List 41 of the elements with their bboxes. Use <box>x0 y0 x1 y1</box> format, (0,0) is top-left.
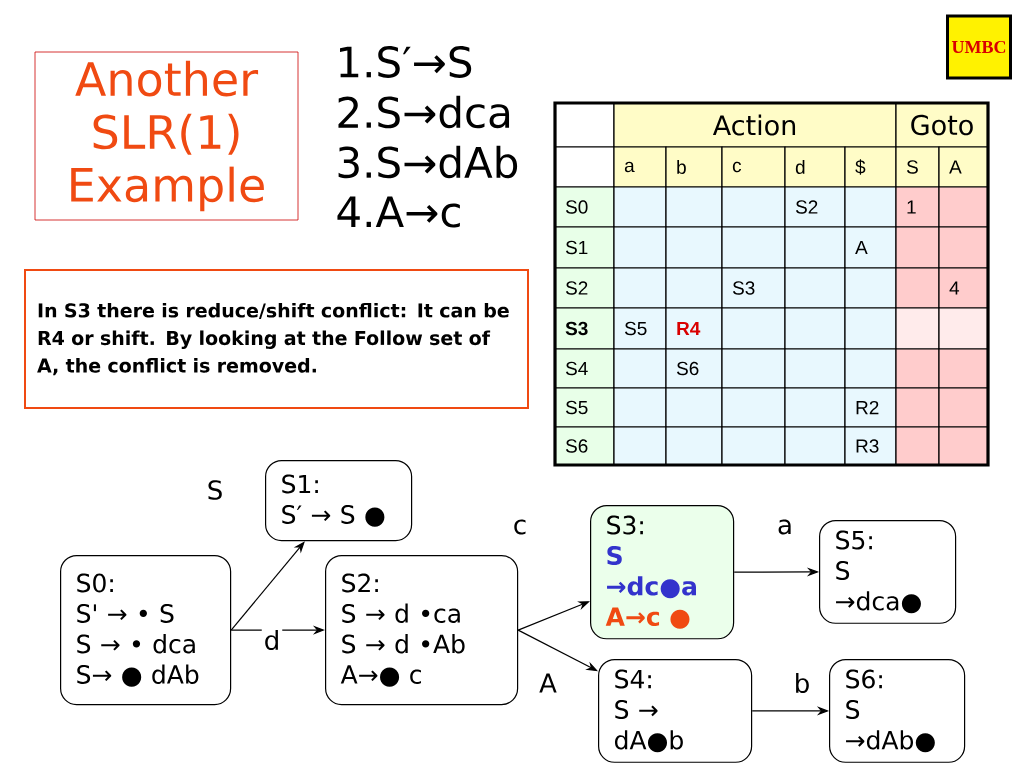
table-cell: S5 <box>613 307 667 350</box>
grammar-rule: 2.S→dca <box>338 95 510 129</box>
table-cell: S0 <box>554 186 615 228</box>
badge-box: UMBC <box>946 14 1012 80</box>
table-cell: $ <box>844 146 897 188</box>
table-cell: 4 <box>938 267 989 309</box>
state-box: S2: S → d •ca S → d •Ab A→● c <box>325 555 519 706</box>
arrow <box>517 629 598 672</box>
table-cell: A <box>938 146 989 188</box>
edge-label: c <box>510 517 530 537</box>
edge-label: a <box>775 517 795 537</box>
table-cell: S6 <box>665 348 723 389</box>
title-box: Another SLR(1) Example <box>34 51 299 221</box>
grammar-rule: 1.S′→S <box>340 46 472 78</box>
edge-label: b <box>791 670 813 696</box>
table-cell: S3 <box>721 267 786 309</box>
edge-label: A <box>537 671 559 695</box>
table-cell: a <box>613 146 667 188</box>
table-cell: 1 <box>895 186 940 228</box>
grammar-rule: 4.A→c <box>337 196 460 228</box>
table-cell: d <box>784 146 846 188</box>
state-box: S4: S → dA●b <box>598 659 753 763</box>
edge-label: d <box>261 627 283 653</box>
grammar-rule: 3.S→dAb <box>338 145 518 179</box>
edge-label: S <box>204 478 226 502</box>
table-cell: R3 <box>844 426 897 466</box>
state-box: S5: S →dca● <box>819 520 957 624</box>
state-box: S0: S' → • S S → • dca S→ ● dAb <box>60 555 232 706</box>
table-cell: R2 <box>844 387 897 428</box>
table-cell: c <box>721 146 786 188</box>
state-box: S3: S →dc●a A→c ● <box>590 505 735 640</box>
table-cell: b <box>665 146 723 188</box>
table-cell: A <box>844 226 897 269</box>
table-cell: R4 <box>665 307 723 350</box>
state-box: S6: S →dAb● <box>829 659 966 763</box>
table-cell: S2 <box>784 186 846 228</box>
arrow <box>230 541 305 631</box>
note-box: In S3 there is reduce/shift conflict: It can be R4 or shift. By looking at the Follow set of A, the conflict is removed. <box>24 269 529 409</box>
table-cell: S2 <box>554 267 615 309</box>
table-cell: S <box>895 146 940 188</box>
state-box: S1: S′ → S ● <box>265 460 413 542</box>
